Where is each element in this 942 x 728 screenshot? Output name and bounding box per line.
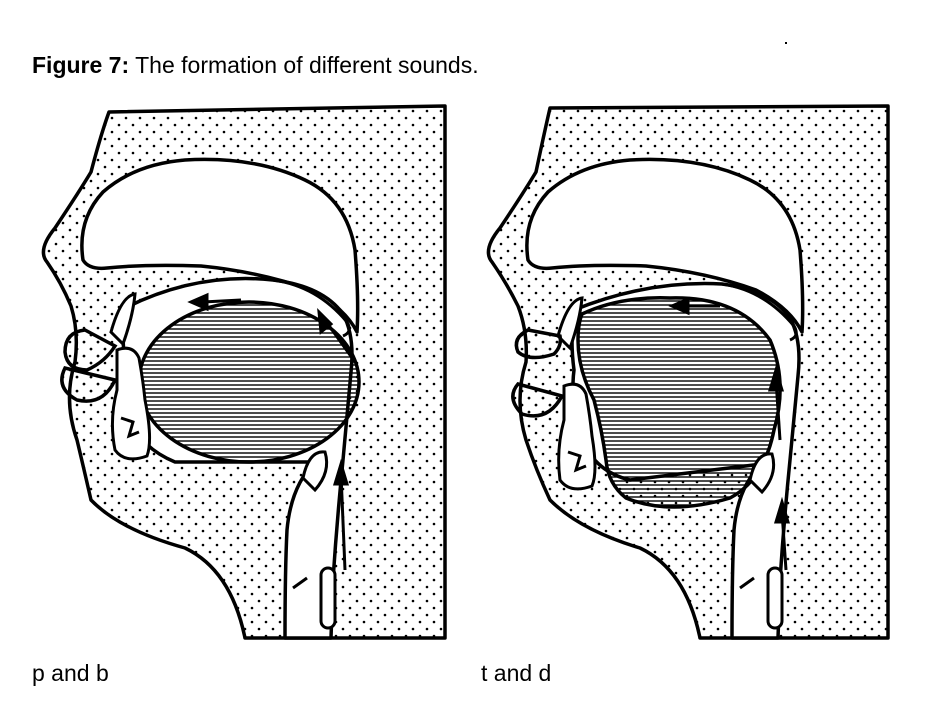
- nasal-cavity: [525, 157, 805, 334]
- lower-teeth-root: [120, 416, 140, 439]
- upper-lip: [63, 328, 118, 372]
- larynx-tube: [319, 566, 337, 630]
- airflow-arrows: [668, 296, 791, 571]
- stray-mark: [785, 42, 787, 44]
- vocal-tract-diagram-right: [486, 104, 890, 640]
- lower-teeth: [557, 382, 597, 491]
- tongue: [576, 296, 782, 509]
- lower-lip: [511, 382, 565, 418]
- upper-teeth: [109, 292, 137, 347]
- caption-t-and-d: t and d: [481, 660, 552, 686]
- caption-p-and-b: p and b: [32, 660, 109, 686]
- lower-teeth: [110, 346, 152, 461]
- velum: [272, 278, 351, 338]
- airflow-arrows: [187, 292, 357, 571]
- figure-label: Figure 7:: [32, 52, 130, 78]
- upper-lip: [514, 328, 563, 360]
- vocal-tract-diagram-left: [41, 104, 447, 640]
- larynx-tube: [766, 566, 784, 630]
- epiglottis: [748, 452, 776, 495]
- vocal-cords: [739, 576, 755, 590]
- nasal-cavity: [80, 157, 360, 334]
- epiglottis: [301, 450, 329, 493]
- figure-heading: Figure 7: The formation of different sou…: [32, 52, 479, 79]
- figure-title: The formation of different sounds.: [135, 52, 479, 78]
- lower-lip: [60, 365, 118, 403]
- velum: [721, 282, 798, 342]
- lower-teeth-root: [567, 450, 587, 473]
- vocal-cords: [292, 576, 308, 590]
- diagram-t-and-d: [470, 100, 895, 645]
- upper-teeth: [556, 296, 584, 351]
- diagram-p-and-b: [25, 100, 450, 645]
